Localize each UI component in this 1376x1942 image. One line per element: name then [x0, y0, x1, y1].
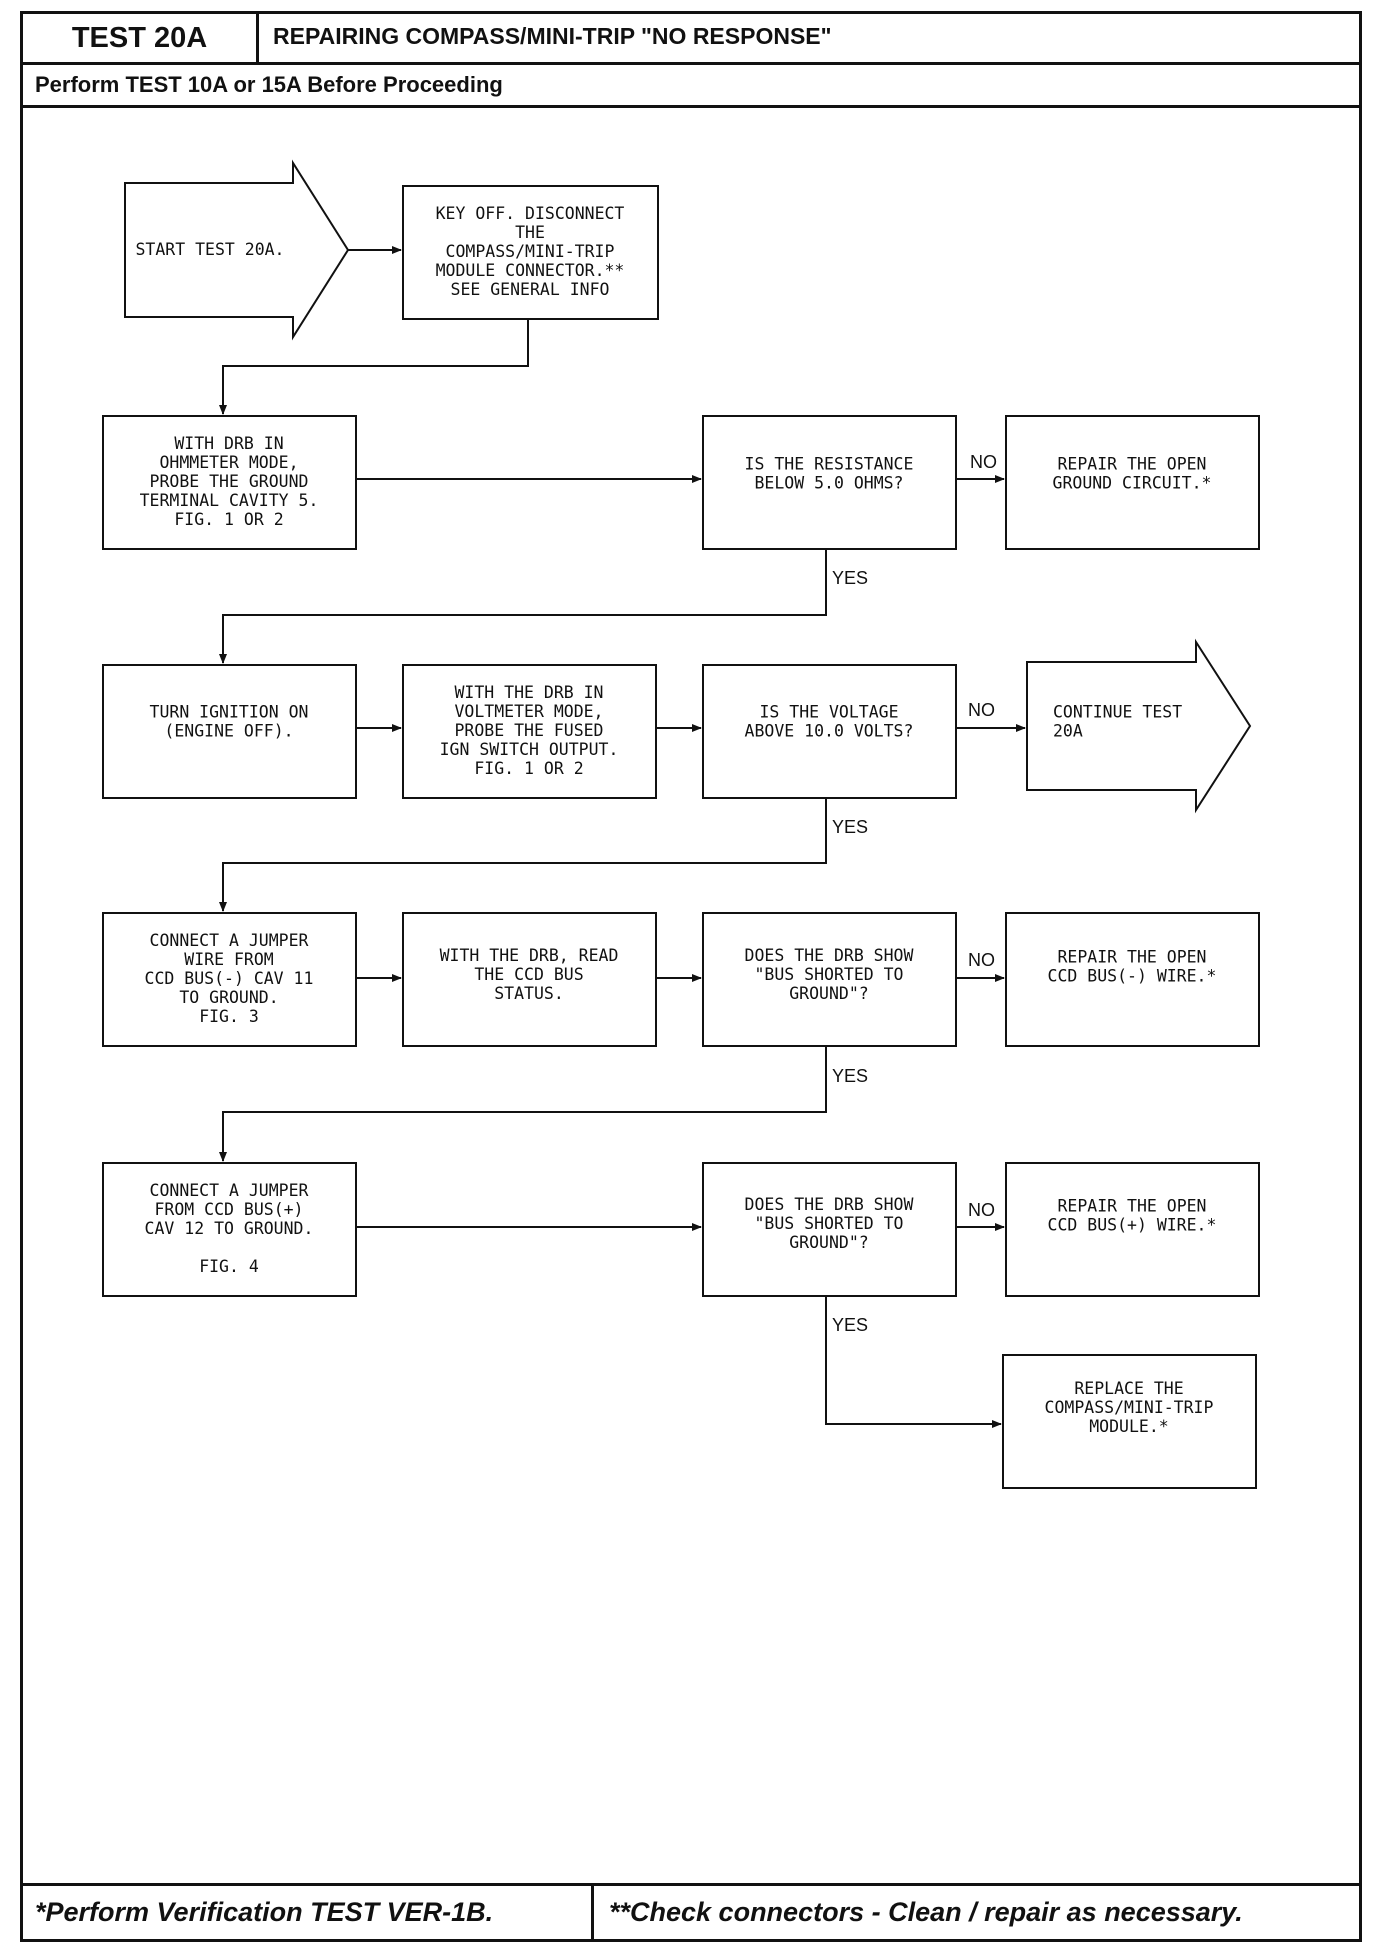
- node-key-off-line: COMPASS/MINI-TRIP: [446, 242, 615, 261]
- node-ohmmeter-line: FIG. 1 OR 2: [174, 510, 283, 529]
- box-repair-ground: [1005, 415, 1260, 550]
- node-q-voltage-line: ABOVE 10.0 VOLTS?: [745, 722, 914, 741]
- arrow-yes-shorted-1: [219, 1046, 827, 1162]
- box-q-shorted-2: [702, 1162, 957, 1297]
- node-ignition-line: TURN IGNITION ON: [150, 703, 309, 722]
- footer: *Perform Verification TEST VER-1B. **Che…: [23, 1883, 1359, 1939]
- label-yes-resistance: YES: [832, 568, 868, 588]
- node-jumper-plus-line: FIG. 4: [199, 1257, 259, 1276]
- node-repair-ground-line: REPAIR THE OPEN: [1057, 455, 1206, 474]
- arrow-yes-shorted-2: [825, 1296, 1002, 1428]
- node-q-shorted-2-line: GROUND"?: [789, 1233, 868, 1252]
- test-title: REPAIRING COMPASS/MINI-TRIP "NO RESPONSE…: [273, 23, 832, 49]
- node-continue-line: CONTINUE TEST: [1053, 703, 1182, 722]
- header-row: TEST 20A REPAIRING COMPASS/MINI-TRIP "NO…: [23, 14, 1359, 65]
- node-key-off-line: MODULE CONNECTOR.**: [436, 261, 625, 280]
- start-arrow-shape: [124, 159, 350, 341]
- node-jumper-minus-line: TO GROUND.: [179, 988, 278, 1007]
- node-jumper-minus-line: FIG. 3: [199, 1007, 259, 1026]
- node-q-shorted-1-line: DOES THE DRB SHOW: [745, 946, 914, 965]
- label-yes-shorted-2: YES: [832, 1315, 868, 1335]
- node-read-status-line: STATUS.: [494, 984, 564, 1003]
- test-sheet: TEST 20A REPAIRING COMPASS/MINI-TRIP "NO…: [20, 11, 1362, 1942]
- box-read-status: [402, 912, 657, 1047]
- box-q-voltage: [702, 664, 957, 799]
- node-repair-minus-line: CCD BUS(-) WIRE.*: [1048, 967, 1217, 986]
- node-repair-minus-line: REPAIR THE OPEN: [1057, 948, 1206, 967]
- box-ohmmeter: [102, 415, 357, 550]
- node-q-voltage-line: IS THE VOLTAGE: [759, 703, 898, 722]
- arrow-yes-resistance: [219, 549, 827, 664]
- label-no-voltage: NO: [968, 700, 995, 720]
- node-ohmmeter-line: PROBE THE GROUND: [150, 472, 309, 491]
- node-jumper-plus-line: CONNECT A JUMPER: [150, 1181, 309, 1200]
- node-voltmeter-line: IGN SWITCH OUTPUT.: [440, 740, 619, 759]
- node-repair-plus-line: CCD BUS(+) WIRE.*: [1048, 1216, 1217, 1235]
- node-ohmmeter-line: WITH DRB IN: [174, 434, 283, 453]
- node-q-resistance-line: BELOW 5.0 OHMS?: [754, 474, 903, 493]
- node-ohmmeter-line: OHMMETER MODE,: [159, 453, 298, 472]
- node-jumper-minus-line: CONNECT A JUMPER: [150, 931, 309, 950]
- node-repair-plus-line: REPAIR THE OPEN: [1057, 1197, 1206, 1216]
- node-q-shorted-2-line: "BUS SHORTED TO: [754, 1214, 903, 1233]
- node-key-off-line: SEE GENERAL INFO: [451, 280, 610, 299]
- node-jumper-minus-line: WIRE FROM: [184, 950, 273, 969]
- node-continue-line: 20A: [1053, 722, 1083, 741]
- node-key-off-line: THE: [515, 223, 545, 242]
- box-jumper-minus: [102, 912, 357, 1047]
- box-ignition: [102, 664, 357, 799]
- node-jumper-plus-line: FROM CCD BUS(+): [154, 1200, 303, 1219]
- label-no-resistance: NO: [970, 452, 997, 472]
- box-q-shorted-1: [702, 912, 957, 1047]
- node-q-shorted-1-line: "BUS SHORTED TO: [754, 965, 903, 984]
- box-repair-minus: [1005, 912, 1260, 1047]
- label-yes-shorted-1: YES: [832, 1066, 868, 1086]
- node-replace-module-line: MODULE.*: [1089, 1417, 1168, 1436]
- node-jumper-plus-line: CAV 12 TO GROUND.: [145, 1219, 314, 1238]
- box-q-resistance: [702, 415, 957, 550]
- node-read-status-line: WITH THE DRB, READ: [440, 946, 619, 965]
- footnote-connectors: **Check connectors - Clean / repair as n…: [609, 1897, 1243, 1927]
- node-q-shorted-2-line: DOES THE DRB SHOW: [745, 1195, 914, 1214]
- footnote-verification: *Perform Verification TEST VER-1B.: [23, 1886, 594, 1939]
- node-voltmeter-line: WITH THE DRB IN: [454, 683, 603, 702]
- box-repair-plus: [1005, 1162, 1260, 1297]
- box-jumper-plus: [102, 1162, 357, 1297]
- box-replace-module: [1002, 1354, 1257, 1489]
- box-key-off: [402, 185, 659, 320]
- node-voltmeter-line: PROBE THE FUSED: [454, 721, 603, 740]
- node-jumper-minus-line: CCD BUS(-) CAV 11: [145, 969, 314, 988]
- node-replace-module-line: REPLACE THE: [1074, 1379, 1183, 1398]
- prerequisite-note: Perform TEST 10A or 15A Before Proceedin…: [23, 65, 1359, 108]
- node-voltmeter-line: VOLTMETER MODE,: [454, 702, 603, 721]
- node-key-off-line: KEY OFF. DISCONNECT: [436, 204, 625, 223]
- label-no-shorted-2: NO: [968, 1200, 995, 1220]
- node-start-line: START TEST 20A.: [135, 240, 284, 259]
- node-read-status-line: THE CCD BUS: [474, 965, 583, 984]
- node-replace-module-line: COMPASS/MINI-TRIP: [1045, 1398, 1214, 1417]
- node-ohmmeter-line: TERMINAL CAVITY 5.: [140, 491, 319, 510]
- box-voltmeter: [402, 664, 657, 799]
- label-yes-voltage: YES: [832, 817, 868, 837]
- node-repair-ground-line: GROUND CIRCUIT.*: [1053, 474, 1212, 493]
- node-q-shorted-1-line: GROUND"?: [789, 984, 868, 1003]
- test-id: TEST 20A: [23, 14, 259, 62]
- node-ignition-line: (ENGINE OFF).: [164, 722, 293, 741]
- node-voltmeter-line: FIG. 1 OR 2: [474, 759, 583, 778]
- arrow-yes-voltage: [219, 798, 827, 912]
- label-no-shorted-1: NO: [968, 950, 995, 970]
- node-q-resistance-line: IS THE RESISTANCE: [745, 455, 914, 474]
- arrow-key-off-to-ohmmeter: [219, 319, 529, 415]
- continue-arrow-shape: [1026, 638, 1252, 814]
